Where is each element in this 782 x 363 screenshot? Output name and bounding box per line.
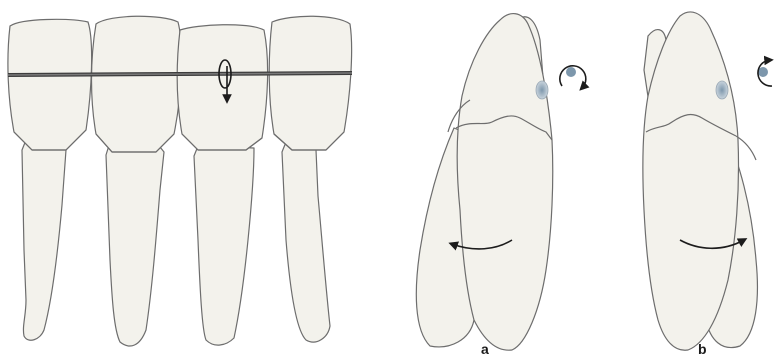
counterclockwise-rotation-icon	[758, 60, 772, 86]
front-view-teeth	[8, 16, 352, 346]
panel-label-a: a	[481, 341, 489, 357]
tooth-1	[8, 19, 92, 340]
panel-b-tooth	[643, 12, 758, 350]
contact-point	[536, 81, 548, 99]
arch-wire	[8, 73, 352, 75]
tooth-2	[92, 16, 182, 346]
contact-point	[716, 81, 728, 99]
tooth-4	[269, 16, 351, 342]
panel-a-tooth	[416, 14, 552, 351]
clockwise-rotation-icon	[560, 66, 586, 88]
panel-label-b: b	[698, 341, 707, 357]
